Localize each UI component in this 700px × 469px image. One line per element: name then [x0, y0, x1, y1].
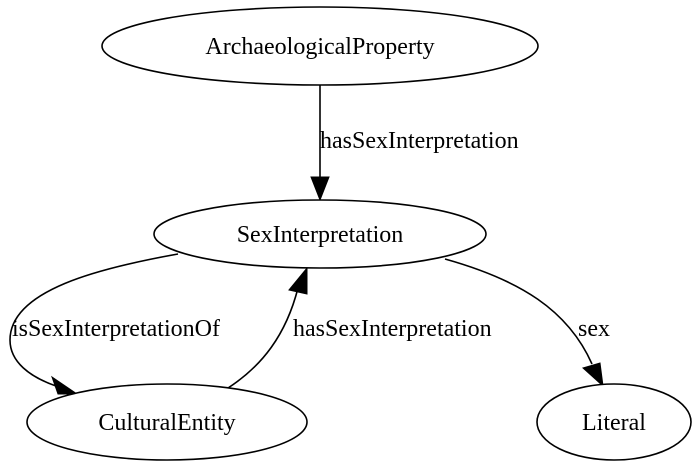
edge-interpretation-to-literal: sex — [444, 258, 610, 388]
edge-property-to-interpretation: hasSexInterpretation — [310, 85, 519, 202]
node-ellipse — [536, 383, 692, 461]
edge-label-has-sex-interpretation-bottom: hasSexInterpretation — [293, 316, 492, 342]
node-label-archaeological-property: ArchaeologicalProperty — [205, 34, 434, 60]
arrowhead-icon — [288, 266, 308, 295]
node-archaeological-property: ArchaeologicalProperty — [101, 6, 539, 86]
edge-line — [9, 253, 179, 387]
edge-line — [227, 287, 299, 389]
edge-label-has-sex-interpretation-top: hasSexInterpretation — [320, 128, 519, 154]
arrowhead-icon — [51, 375, 79, 395]
node-label-sex-interpretation: SexInterpretation — [237, 222, 404, 248]
node-label-literal: Literal — [582, 410, 646, 436]
node-ellipse — [153, 199, 487, 269]
edge-line — [444, 258, 593, 365]
node-label-cultural-entity: CulturalEntity — [98, 410, 235, 436]
edge-entity-to-interpretation: hasSexInterpretation — [227, 266, 492, 389]
node-cultural-entity: CulturalEntity — [26, 383, 308, 461]
node-ellipse — [26, 383, 308, 461]
node-ellipse — [101, 6, 539, 86]
arrowhead-icon — [310, 176, 330, 202]
node-sex-interpretation: SexInterpretation — [153, 199, 487, 269]
arrowhead-icon — [582, 362, 604, 388]
edge-label-is-sex-interpretation-of: isSexInterpretationOf — [12, 316, 220, 342]
edge-label-sex: sex — [578, 316, 610, 342]
edge-interpretation-to-entity: isSexInterpretationOf — [9, 253, 220, 395]
node-literal: Literal — [536, 383, 692, 461]
